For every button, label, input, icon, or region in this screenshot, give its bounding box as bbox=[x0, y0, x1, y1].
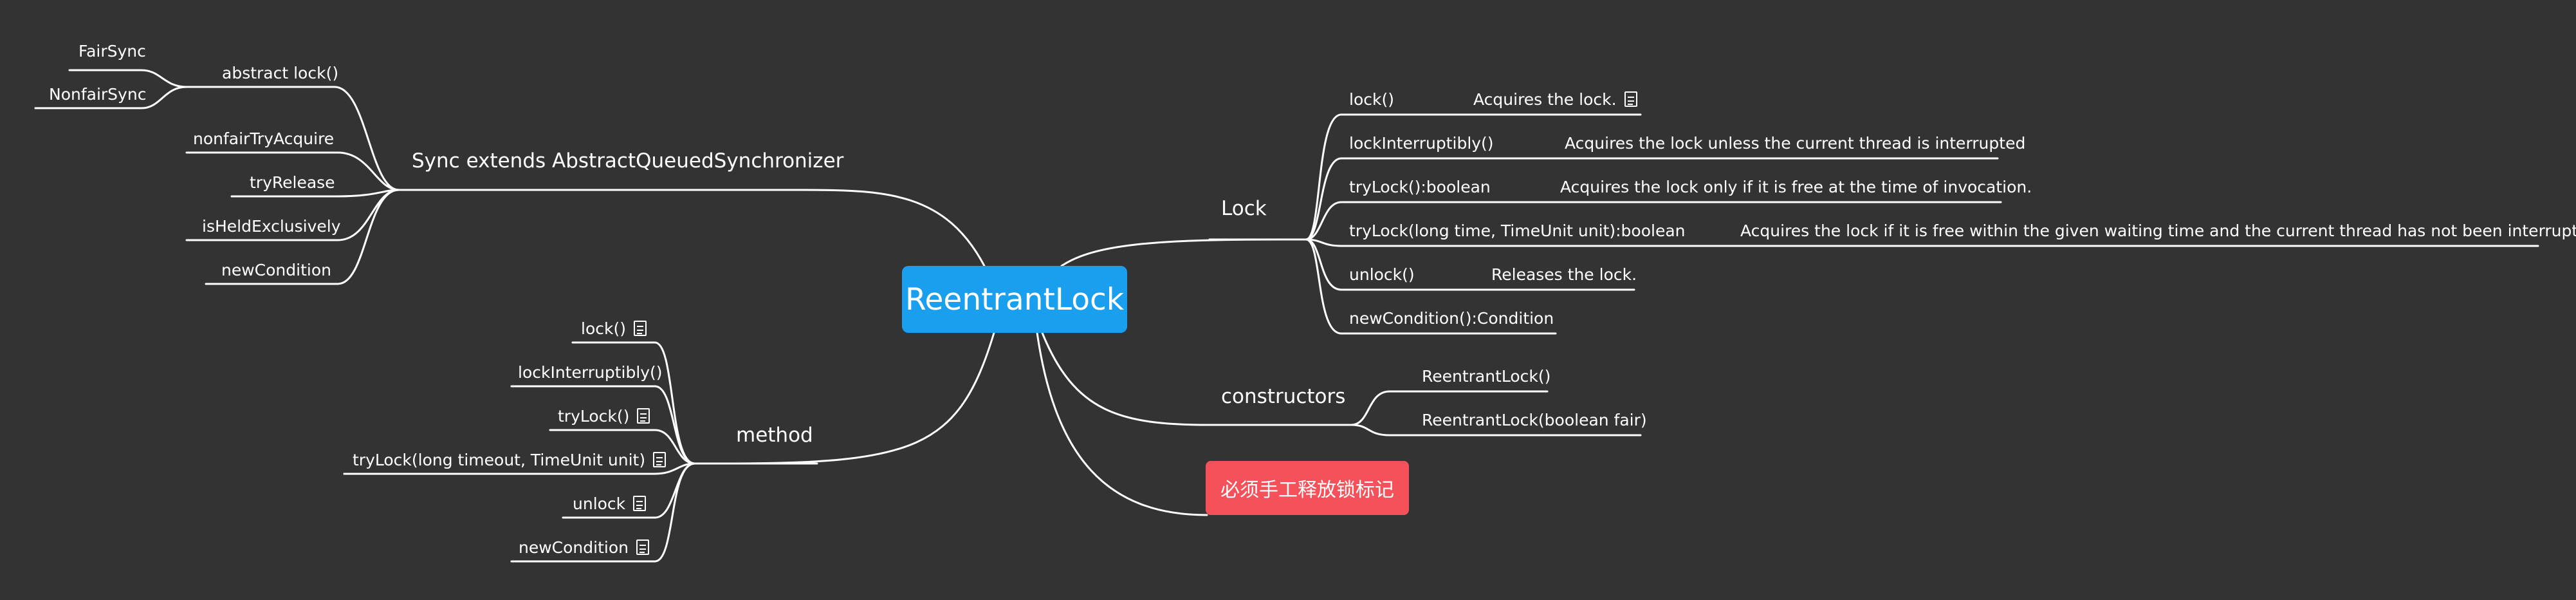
constructor-fair-node[interactable]: ReentrantLock(boolean fair) bbox=[1422, 411, 1647, 429]
edge-root-warning bbox=[1036, 332, 1208, 516]
edge-sync-abstract-lock bbox=[333, 86, 400, 191]
note-icon[interactable] bbox=[636, 539, 649, 555]
edge-sync-nonfair bbox=[336, 151, 400, 191]
edge-root-method bbox=[719, 332, 995, 465]
edge-sync-newcondition bbox=[336, 189, 400, 285]
lock-new-condition-node[interactable]: newCondition():Condition bbox=[1349, 309, 1554, 328]
edge-root-lock bbox=[1060, 238, 1282, 267]
lock-unlock-desc: Releases the lock. bbox=[1491, 265, 1637, 284]
method-unlock-node[interactable]: unlock bbox=[573, 493, 647, 515]
is-held-exclusively-node[interactable]: isHeldExclusively bbox=[202, 217, 341, 236]
note-icon[interactable] bbox=[653, 452, 667, 467]
abstract-lock-node[interactable]: abstract lock() bbox=[222, 64, 339, 82]
constructors-branch-label[interactable]: constructors bbox=[1221, 385, 1346, 408]
lock-lock-desc: Acquires the lock. bbox=[1473, 89, 1637, 111]
nonfair-try-acquire-node[interactable]: nonfairTryAcquire bbox=[193, 129, 335, 148]
nonfairsync-node[interactable]: NonfairSync bbox=[49, 85, 147, 104]
lock-trylock-timeout-desc: Acquires the lock if it is free within t… bbox=[1740, 221, 2576, 240]
lock-unlock-node[interactable]: unlock() bbox=[1349, 265, 1415, 284]
note-icon[interactable] bbox=[633, 496, 647, 511]
method-trylock-timeout-node[interactable]: tryLock(long timeout, TimeUnit unit) bbox=[353, 449, 667, 471]
method-lock-interruptibly-node[interactable]: lockInterruptibly() bbox=[518, 363, 663, 382]
note-icon[interactable] bbox=[1624, 91, 1637, 107]
edge-root-constructors bbox=[1041, 332, 1211, 426]
lock-trylock-desc: Acquires the lock only if it is free at … bbox=[1560, 178, 2032, 196]
fairsync-node[interactable]: FairSync bbox=[78, 42, 146, 61]
lock-trylock-node[interactable]: tryLock():boolean bbox=[1349, 178, 1491, 196]
note-icon[interactable] bbox=[637, 408, 650, 424]
edge-root-sync bbox=[803, 189, 986, 267]
lock-lock-node[interactable]: lock() bbox=[1349, 90, 1394, 109]
edge-abstract-fairsync bbox=[140, 69, 188, 88]
lock-lock-interruptibly-node[interactable]: lockInterruptibly() bbox=[1349, 134, 1494, 153]
sync-new-condition-node[interactable]: newCondition bbox=[221, 261, 331, 279]
lock-trylock-timeout-node[interactable]: tryLock(long time, TimeUnit unit):boolea… bbox=[1349, 221, 1686, 240]
sync-branch-label[interactable]: Sync extends AbstractQueuedSynchronizer bbox=[412, 149, 844, 173]
method-branch-label[interactable]: method bbox=[736, 424, 813, 447]
constructor-default-node[interactable]: ReentrantLock() bbox=[1422, 367, 1551, 386]
method-trylock-node[interactable]: tryLock() bbox=[558, 406, 650, 427]
lock-branch-label[interactable]: Lock bbox=[1221, 197, 1267, 220]
root-node[interactable]: ReentrantLock bbox=[902, 266, 1127, 333]
edge-abstract-nonfairsync bbox=[140, 86, 188, 109]
note-icon[interactable] bbox=[633, 321, 647, 336]
method-new-condition-node[interactable]: newCondition bbox=[519, 537, 649, 559]
lock-lock-interruptibly-desc: Acquires the lock unless the current thr… bbox=[1565, 134, 2026, 153]
method-lock-node[interactable]: lock() bbox=[581, 318, 647, 340]
warning-node[interactable]: 必须手工释放锁标记 bbox=[1206, 461, 1409, 515]
try-release-node[interactable]: tryRelease bbox=[250, 173, 335, 192]
